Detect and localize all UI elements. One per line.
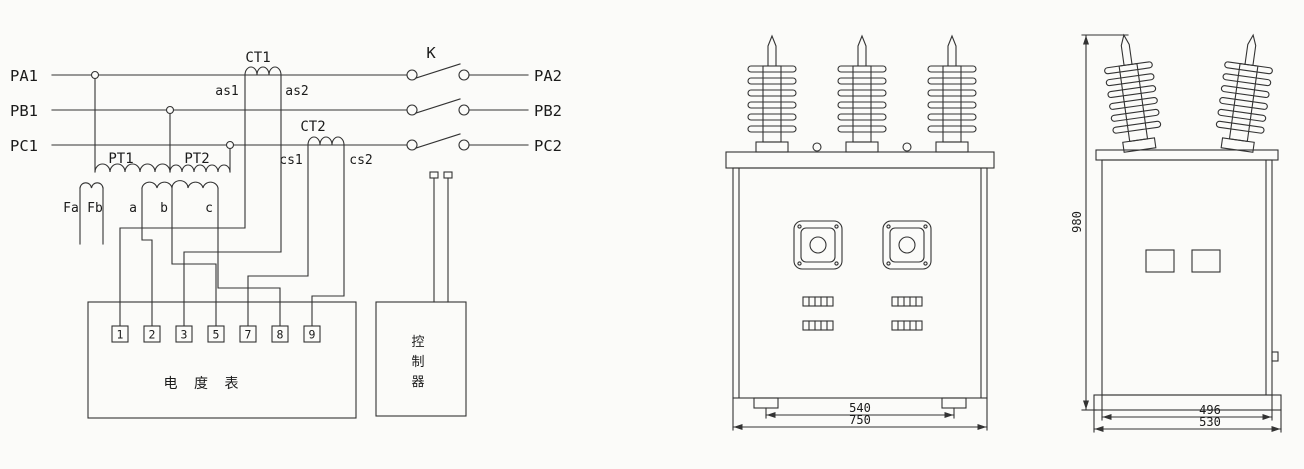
ct1-tap-label-as2: as2 xyxy=(285,84,308,99)
inspection-window xyxy=(882,220,932,270)
side-tank-body xyxy=(1101,159,1273,396)
front-cover-plate xyxy=(725,151,995,169)
pt-tap-label-fa: Fa xyxy=(63,201,79,216)
ct1-symbol xyxy=(244,66,282,76)
dimension-496: 496 xyxy=(1101,394,1273,421)
insulator-bushing xyxy=(837,35,887,153)
wire-cs2 xyxy=(311,144,345,327)
front-view: 540 750 xyxy=(725,35,995,431)
inspection-window xyxy=(793,220,843,270)
pt-tap-label-c: c xyxy=(205,201,213,216)
meter-terminal xyxy=(239,325,257,343)
meter-terminal-8: 8 xyxy=(277,328,284,342)
meter-terminal xyxy=(175,325,193,343)
controller-name-char-3: 器 xyxy=(411,375,430,390)
terminal-strip xyxy=(891,296,923,307)
pt1-label: PT1 xyxy=(108,151,133,167)
lifting-lug xyxy=(812,142,822,152)
ct2-label: CT2 xyxy=(300,119,325,135)
pt2-label: PT2 xyxy=(184,151,209,167)
dimension-750: 750 xyxy=(732,397,988,431)
dim-540-value: 540 xyxy=(849,401,871,415)
pt-tap-label-a: a xyxy=(129,201,137,216)
meter-terminal xyxy=(143,325,161,343)
ct1-label: CT1 xyxy=(245,50,270,66)
wire-as2 xyxy=(183,74,282,327)
insulator-bushing xyxy=(1212,31,1278,154)
lifting-lug xyxy=(902,142,912,152)
side-knob xyxy=(1271,351,1279,362)
meter-box: 1 2 3 5 7 8 9 电 度 表 xyxy=(87,301,357,419)
insulator-bushing xyxy=(1099,31,1165,154)
switch-k xyxy=(406,63,529,151)
pt-symbols xyxy=(79,163,231,189)
ct2-symbol xyxy=(307,136,345,146)
meter-terminal xyxy=(207,325,225,343)
insulator-bushing xyxy=(747,35,797,153)
dimension-980: 980 xyxy=(1070,34,1129,411)
meter-terminal xyxy=(271,325,289,343)
phase-in-label-c: PC1 xyxy=(10,137,38,155)
dim-530-value: 530 xyxy=(1199,415,1221,429)
pt-tap-label-b: b xyxy=(160,201,168,216)
ct2-tap-label-cs1: cs1 xyxy=(279,153,302,168)
meter-terminal-1: 1 xyxy=(117,328,124,342)
side-port xyxy=(1145,249,1175,273)
terminal-strip xyxy=(891,320,923,331)
wiring-schematic: PA1 PB1 PC1 CT1 as1 as2 xyxy=(10,44,562,419)
ct2-tap-label-cs2: cs2 xyxy=(349,153,372,168)
phase-out-label-c: PC2 xyxy=(534,137,562,155)
wire-cs1 xyxy=(247,144,309,327)
dim-750-value: 750 xyxy=(849,413,871,427)
secondary-wiring xyxy=(79,74,345,327)
front-tank-body xyxy=(732,167,988,399)
wire-a xyxy=(141,187,153,327)
base-skid xyxy=(1093,394,1282,411)
side-view: 980 496 530 xyxy=(1070,31,1282,433)
pt-tap-label-fb: Fb xyxy=(87,201,103,216)
side-port xyxy=(1191,249,1221,273)
terminal-strip xyxy=(802,320,834,331)
switch-k-label: K xyxy=(426,44,436,62)
ct1-tap-label-as1: as1 xyxy=(215,84,238,99)
meter-terminal xyxy=(303,325,321,343)
meter-terminal-9: 9 xyxy=(309,328,316,342)
wire-as1 xyxy=(119,74,246,327)
meter-terminal-5: 5 xyxy=(213,328,220,342)
meter-terminal-2: 2 xyxy=(149,328,156,342)
meter-terminal-3: 3 xyxy=(181,328,188,342)
wire-b xyxy=(171,187,217,327)
controller-name-char-1: 控 xyxy=(411,335,430,350)
junction-dots xyxy=(90,70,235,150)
pt-primary-taps xyxy=(94,77,231,173)
controller-box: 控 制 器 xyxy=(375,171,467,417)
mounting-foot xyxy=(941,397,967,409)
wire-c xyxy=(217,187,281,327)
phase-in-label-b: PB1 xyxy=(10,102,38,120)
terminal-strip xyxy=(802,296,834,307)
phase-out-label-b: PB2 xyxy=(534,102,562,120)
dimension-530: 530 xyxy=(1093,409,1282,433)
meter-terminal-7: 7 xyxy=(245,328,252,342)
controller-name-char-2: 制 xyxy=(411,355,430,370)
dim-980-value: 980 xyxy=(1070,211,1084,233)
mounting-foot xyxy=(753,397,779,409)
phase-out-label-a: PA2 xyxy=(534,67,562,85)
phase-in-label-a: PA1 xyxy=(10,67,38,85)
insulator-bushing xyxy=(927,35,977,153)
meter-terminal xyxy=(111,325,129,343)
dimension-540: 540 xyxy=(765,401,955,419)
meter-name: 电 度 表 xyxy=(164,376,245,392)
dim-496-value: 496 xyxy=(1199,403,1221,417)
